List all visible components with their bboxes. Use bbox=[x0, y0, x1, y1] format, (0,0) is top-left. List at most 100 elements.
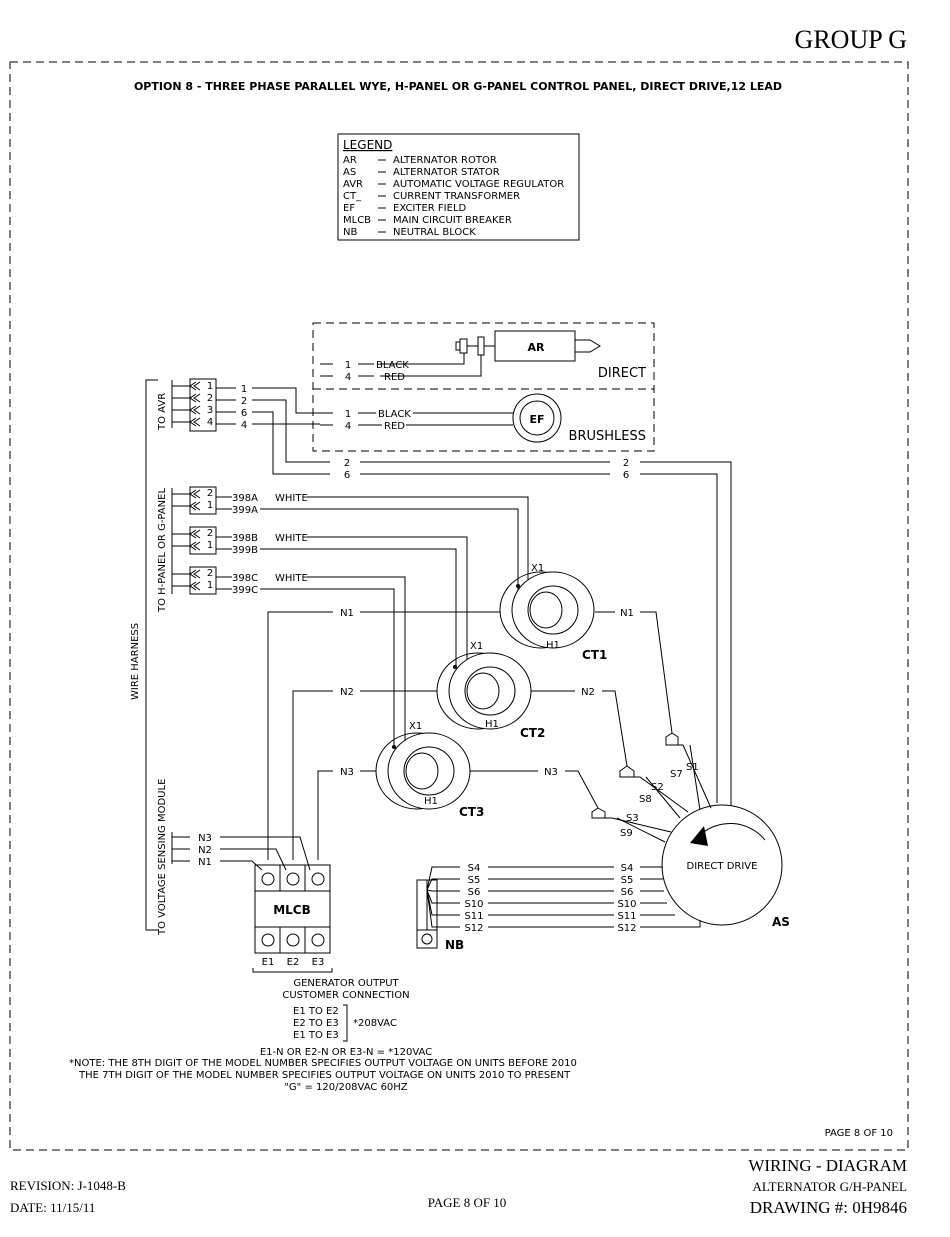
legend-desc-avr: AUTOMATIC VOLTAGE REGULATOR bbox=[393, 179, 564, 190]
exciter-field-label: EF bbox=[529, 413, 544, 426]
note-line-3: "G" = 120/208VAC 60HZ bbox=[284, 1082, 407, 1093]
wire-398b: 398B bbox=[232, 533, 258, 544]
page-number: PAGE 8 OF 10 bbox=[428, 1195, 507, 1210]
rotor-black-label: BLACK bbox=[376, 360, 409, 371]
avr-wire-1: 1 bbox=[241, 384, 247, 395]
n1-right: N1 bbox=[620, 608, 634, 619]
legend-abbr-ef: EF bbox=[343, 203, 355, 214]
brushless-label: BRUSHLESS bbox=[569, 429, 646, 444]
ct2-conn-pin-1: 1 bbox=[207, 540, 213, 551]
alternator-rotor bbox=[494, 330, 576, 362]
to-avr-label: TO AVR bbox=[157, 393, 168, 431]
legend-desc-nb: NEUTRAL BLOCK bbox=[393, 227, 476, 238]
date: DATE: 11/15/11 bbox=[10, 1200, 95, 1215]
ct-connectors: 2 1 2 1 2 1 398A WHITE 399A 398B WHITE 3… bbox=[171, 486, 529, 746]
rotor-red-label: RED bbox=[384, 372, 405, 383]
legend-abbr-as: AS bbox=[343, 167, 356, 178]
avr-pin-2: 2 bbox=[207, 393, 213, 404]
stator-wire-2: 2 bbox=[623, 458, 629, 469]
note-line-1: *NOTE: THE 8TH DIGIT OF THE MODEL NUMBER… bbox=[69, 1058, 577, 1069]
nb-s4-right: S4 bbox=[621, 863, 634, 874]
avr-pin-1: 1 bbox=[207, 381, 213, 392]
alternator-panel: ALTERNATOR G/H-PANEL bbox=[753, 1179, 908, 1194]
mlcb-e1: E1 bbox=[262, 957, 275, 968]
neutral-block: NB S4 S5 S6 S10 S11 S12 S4 S5 bbox=[416, 863, 701, 952]
ct1-h1: H1 bbox=[546, 640, 560, 651]
note-line-2: THE 7TH DIGIT OF THE MODEL NUMBER SPECIF… bbox=[78, 1070, 571, 1081]
line-conductors: N1 N1 N2 N2 N3 N3 bbox=[267, 608, 673, 860]
vsm-n2: N2 bbox=[198, 845, 212, 856]
n3-left: N3 bbox=[340, 767, 354, 778]
legend-desc-ct: CURRENT TRANSFORMER bbox=[393, 191, 520, 202]
lead-s1: S1 bbox=[686, 762, 699, 773]
avr-connector: 1 2 3 4 1 2 6 4 2 6 2 bbox=[171, 378, 732, 806]
drawing-number: DRAWING #: 0H9846 bbox=[750, 1198, 907, 1217]
v208-label: *208VAC bbox=[353, 1018, 397, 1029]
wire-398a: 398A bbox=[232, 493, 258, 504]
output-title-2: CUSTOMER CONNECTION bbox=[282, 990, 409, 1001]
exciter-field bbox=[512, 393, 562, 443]
nb-label: NB bbox=[445, 938, 464, 952]
mlcb-e3: E3 bbox=[312, 957, 325, 968]
ct1-label: CT1 bbox=[582, 648, 607, 662]
stator-wire-6: 6 bbox=[623, 470, 629, 481]
rotor-wire-4: 4 bbox=[345, 372, 351, 383]
neutral-voltage-line: E1-N OR E2-N OR E3-N = *120VAC bbox=[260, 1047, 432, 1058]
legend-desc-ef: EXCITER FIELD bbox=[393, 203, 467, 214]
ct2-label: CT2 bbox=[520, 726, 545, 740]
wire-harness-label: WIRE HARNESS bbox=[130, 623, 141, 700]
nb-s11-right: S11 bbox=[617, 911, 636, 922]
nb-s4-left: S4 bbox=[468, 863, 481, 874]
vsm-n1: N1 bbox=[198, 857, 212, 868]
revision: REVISION: J-1048-B bbox=[10, 1178, 126, 1193]
ct1-conn-pin-1: 1 bbox=[207, 500, 213, 511]
rotor-wire-1: 1 bbox=[345, 360, 351, 371]
wire-398a-white: WHITE bbox=[275, 493, 308, 504]
ct3-label: CT3 bbox=[459, 805, 484, 819]
output-title-1: GENERATOR OUTPUT bbox=[293, 978, 399, 989]
vsm-n3: N3 bbox=[198, 833, 212, 844]
wire-398c-white: WHITE bbox=[275, 573, 308, 584]
ct1-conn-pin-2: 2 bbox=[207, 488, 213, 499]
field-wire-6: 6 bbox=[344, 470, 350, 481]
n2-right: N2 bbox=[581, 687, 595, 698]
direct-drive-label: DIRECT DRIVE bbox=[687, 861, 758, 872]
wire-398b-white: WHITE bbox=[275, 533, 308, 544]
conn-e1-e2: E1 TO E2 bbox=[293, 1006, 339, 1017]
legend-abbr-ct: CT_ bbox=[343, 191, 362, 202]
legend-title: LEGEND bbox=[343, 138, 392, 152]
alternator-rotor-label: AR bbox=[528, 341, 546, 354]
conn-e2-e3: E2 TO E3 bbox=[293, 1018, 339, 1029]
rotor-assembly: AR 1 4 BLACK RED DIRECT EF 1 4 BLACK RED… bbox=[312, 322, 655, 452]
legend-desc-mlcb: MAIN CIRCUIT BREAKER bbox=[393, 215, 512, 226]
rotor-dashed-box bbox=[312, 322, 655, 452]
output-notes: GENERATOR OUTPUT CUSTOMER CONNECTION E1 … bbox=[69, 978, 893, 1139]
title-block: REVISION: J-1048-B DATE: 11/15/11 PAGE 8… bbox=[10, 1156, 907, 1217]
direct-label: DIRECT bbox=[598, 366, 646, 381]
legend-dashes bbox=[378, 159, 386, 233]
mlcb-label: MLCB bbox=[273, 903, 311, 917]
ef-wire-1: 1 bbox=[345, 409, 351, 420]
ct3-conn-pin-2: 2 bbox=[207, 568, 213, 579]
ct3-h1: H1 bbox=[424, 796, 438, 807]
ct3-x1: X1 bbox=[409, 721, 422, 732]
n1-left: N1 bbox=[340, 608, 354, 619]
main-circuit-breaker: MLCB E1 E2 E3 bbox=[252, 864, 333, 973]
as-label: AS bbox=[772, 915, 790, 929]
avr-wire-4: 4 bbox=[241, 420, 247, 431]
field-wire-2: 2 bbox=[344, 458, 350, 469]
conn-e1-e3: E1 TO E3 bbox=[293, 1030, 339, 1041]
ct2-conn-pin-2: 2 bbox=[207, 528, 213, 539]
wire-398c: 398C bbox=[232, 573, 258, 584]
wiring-diagram-title: WIRING - DIAGRAM bbox=[748, 1156, 907, 1175]
nb-s10-right: S10 bbox=[617, 899, 636, 910]
n3-right: N3 bbox=[544, 767, 558, 778]
ct3-conn-pin-1: 1 bbox=[207, 580, 213, 591]
lead-s2: S2 bbox=[651, 782, 664, 793]
avr-pin-4: 4 bbox=[207, 417, 213, 428]
inner-page-number: PAGE 8 OF 10 bbox=[825, 1128, 893, 1139]
ct2-h1: H1 bbox=[485, 719, 499, 730]
ef-black-label: BLACK bbox=[378, 409, 411, 420]
ef-wire-4: 4 bbox=[345, 421, 351, 432]
